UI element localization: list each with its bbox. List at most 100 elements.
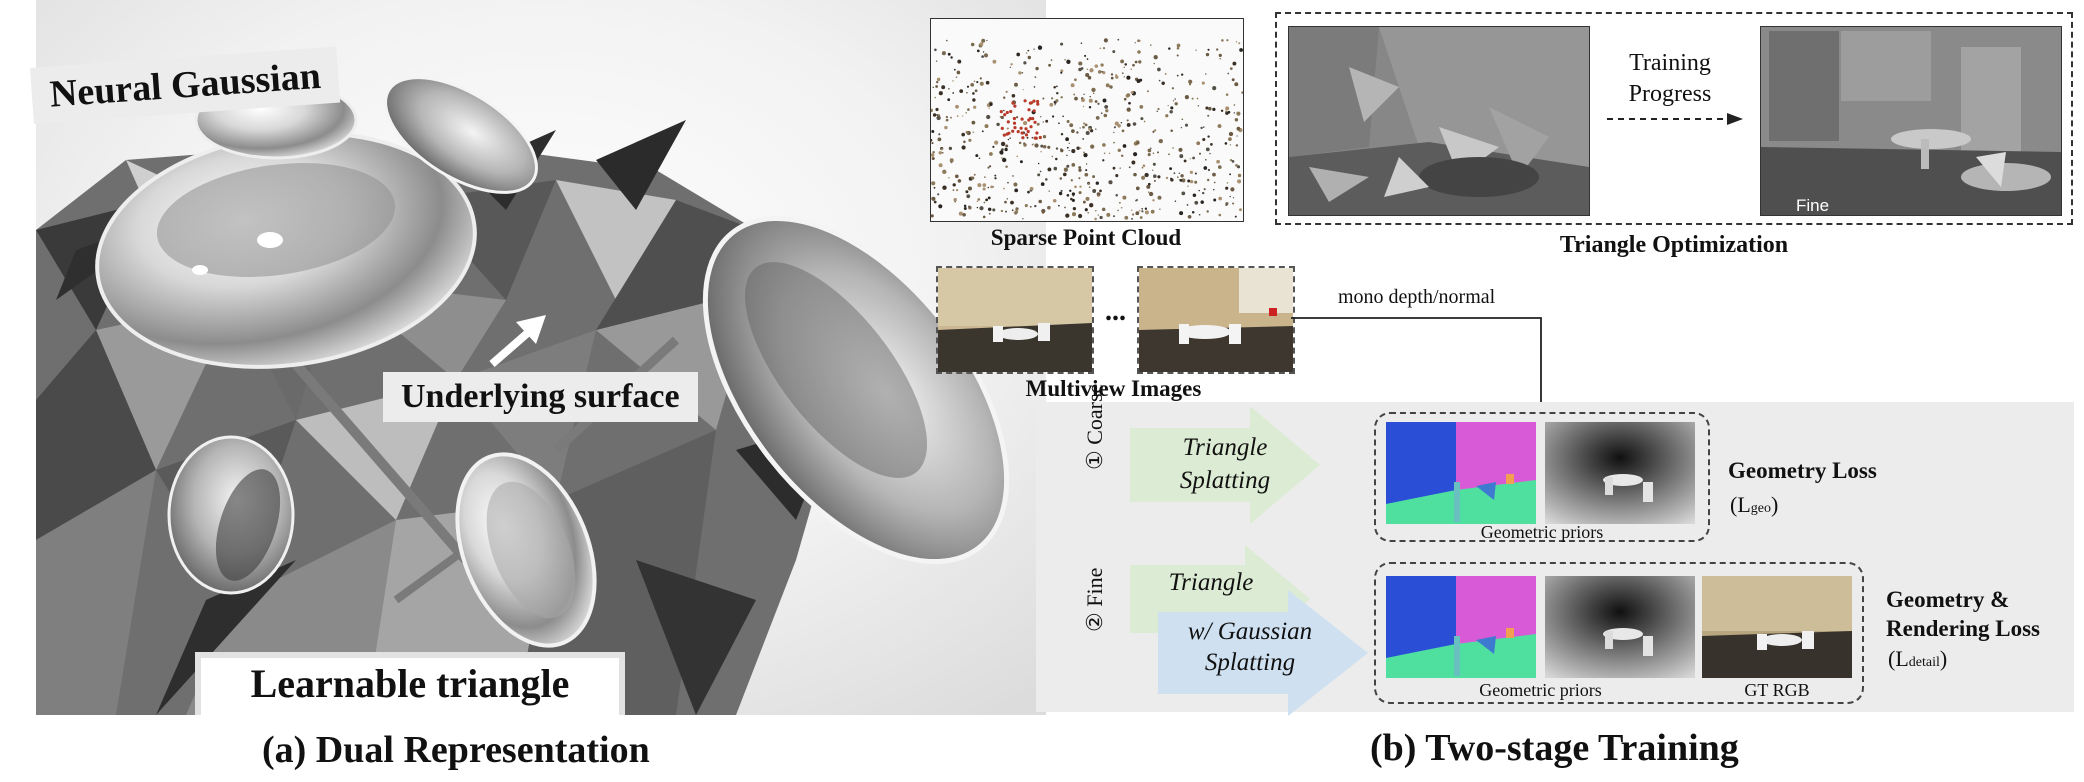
point-cloud-dot (950, 56, 953, 59)
point-cloud-dot (1122, 144, 1127, 148)
coarse-mesh-render (1289, 27, 1589, 215)
point-cloud-dot (1035, 66, 1039, 71)
point-cloud-dot (1187, 216, 1189, 218)
point-cloud-dot (1132, 63, 1135, 67)
rendering-loss-symbol-main: (L (1888, 646, 1909, 671)
point-cloud-dot (1236, 135, 1238, 137)
point-cloud-dot (1047, 167, 1052, 172)
point-cloud-dot (988, 166, 991, 168)
point-cloud-dot (1131, 209, 1133, 211)
point-cloud-dot (952, 183, 956, 187)
point-cloud-dot (992, 145, 995, 148)
point-cloud-dot (1069, 189, 1072, 192)
point-cloud-dot (931, 138, 933, 142)
point-cloud-dot (1169, 167, 1172, 171)
point-cloud-dot (1203, 166, 1208, 170)
point-cloud-dot (1135, 211, 1140, 216)
point-cloud-dot (1053, 86, 1056, 89)
point-cloud-dot (1087, 211, 1090, 214)
point-cloud-dot (1206, 178, 1210, 182)
point-cloud-dot (985, 80, 990, 85)
point-cloud-dot (1168, 153, 1170, 156)
point-cloud-dot (1027, 55, 1032, 60)
point-cloud-dot (1040, 150, 1042, 153)
point-cloud-dot (987, 186, 989, 189)
point-cloud-dot (1085, 163, 1088, 165)
point-cloud-dot (974, 89, 978, 93)
point-cloud-dot (1135, 186, 1140, 191)
point-cloud-dot (1147, 182, 1151, 186)
point-cloud-dot (1092, 175, 1096, 179)
point-cloud-dot (1018, 71, 1022, 75)
point-cloud-dot (1206, 210, 1209, 213)
point-cloud-dot (1072, 206, 1077, 211)
point-cloud-dot (1082, 200, 1086, 204)
point-cloud-dot (1078, 168, 1082, 172)
point-cloud-dot (1084, 208, 1088, 212)
point-cloud-dot (1088, 127, 1091, 131)
point-cloud-dot (1126, 122, 1131, 127)
point-cloud-dot (1034, 76, 1037, 78)
point-cloud-dot (1086, 68, 1089, 71)
point-cloud-dot (1071, 212, 1077, 217)
point-cloud-dot (1028, 101, 1032, 105)
point-cloud-dot (952, 92, 955, 94)
point-cloud-dot (1130, 68, 1133, 71)
gaussian-splatting-label: w/ Gaussian Splatting (1187, 618, 1313, 677)
point-cloud-dot (990, 185, 994, 189)
gt-rgb-label: GT RGB (1744, 680, 1810, 700)
point-cloud-dot (1032, 109, 1036, 113)
point-cloud-dot (1231, 160, 1235, 163)
point-cloud-dot (1192, 156, 1195, 160)
point-cloud-dot (1115, 174, 1119, 178)
point-cloud-dot (1065, 213, 1070, 218)
point-cloud-dot (971, 120, 976, 125)
point-cloud-dot (1165, 176, 1169, 180)
point-cloud-dot (1083, 151, 1085, 154)
point-cloud-dot (1014, 82, 1018, 87)
point-cloud-dot (1117, 148, 1122, 153)
point-cloud-dot (1120, 154, 1124, 158)
point-cloud-dot (959, 89, 964, 93)
point-cloud-dot (1152, 199, 1155, 202)
geometry-loss-symbol-end: ) (1770, 492, 1779, 517)
point-cloud-dot (1011, 101, 1015, 105)
point-cloud-dot (1028, 116, 1032, 121)
point-cloud-dot (1068, 142, 1071, 145)
point-cloud-dot (1071, 198, 1075, 202)
point-cloud-dot (1157, 175, 1161, 179)
point-cloud-dot (970, 42, 975, 47)
point-cloud-dot (1024, 127, 1028, 131)
point-cloud-dot (1027, 190, 1030, 194)
point-cloud-dot (1188, 79, 1193, 84)
point-cloud-dot (931, 142, 934, 145)
point-cloud-dot (1137, 39, 1140, 43)
point-cloud-dot (947, 52, 951, 56)
point-cloud-dot (1126, 93, 1131, 97)
point-cloud-dot (938, 204, 943, 209)
point-cloud-dot (1089, 96, 1091, 98)
point-cloud-dot (1132, 122, 1137, 126)
point-cloud-dot (1141, 175, 1146, 180)
point-cloud-dot (1161, 81, 1165, 85)
point-cloud-dot (1113, 126, 1116, 129)
point-cloud-dot (1124, 215, 1129, 220)
point-cloud-dot (936, 77, 941, 82)
point-cloud-dot (1233, 104, 1236, 106)
point-cloud-dot (1014, 210, 1019, 214)
point-cloud-dot (982, 187, 986, 191)
point-cloud-dot (1020, 131, 1024, 135)
point-cloud-dot (932, 151, 935, 154)
point-cloud-dot (938, 133, 941, 136)
point-cloud-dot (976, 206, 979, 209)
room-photo-1 (938, 268, 1092, 372)
point-cloud-dot (1178, 147, 1183, 152)
point-cloud-dot (1208, 106, 1212, 111)
point-cloud-dot (967, 186, 973, 191)
point-cloud-dot (1179, 154, 1184, 159)
point-cloud-dot (1158, 138, 1163, 144)
point-cloud-dot (1020, 117, 1024, 121)
point-cloud-dot (1094, 100, 1098, 103)
point-cloud-dot (1042, 121, 1044, 123)
point-cloud-dot (1168, 47, 1171, 50)
